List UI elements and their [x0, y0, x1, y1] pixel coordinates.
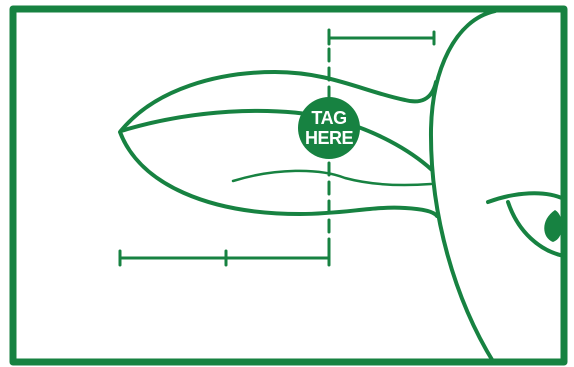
diagram-frame: [13, 9, 564, 362]
bottom-measurement-bracket: [120, 251, 329, 265]
tag-here-marker: TAG HERE: [298, 97, 360, 159]
ear-midrib: [121, 111, 432, 170]
tag-label-line2: HERE: [305, 128, 354, 148]
tag-label-line1: TAG: [311, 108, 346, 128]
ear-outline: [120, 72, 437, 216]
eye-upper-lid: [488, 193, 564, 202]
head-outline: [431, 11, 495, 363]
inner-ear-fold: [233, 171, 431, 185]
eye-pupil: [544, 210, 562, 242]
top-measurement-bracket: [329, 32, 434, 44]
